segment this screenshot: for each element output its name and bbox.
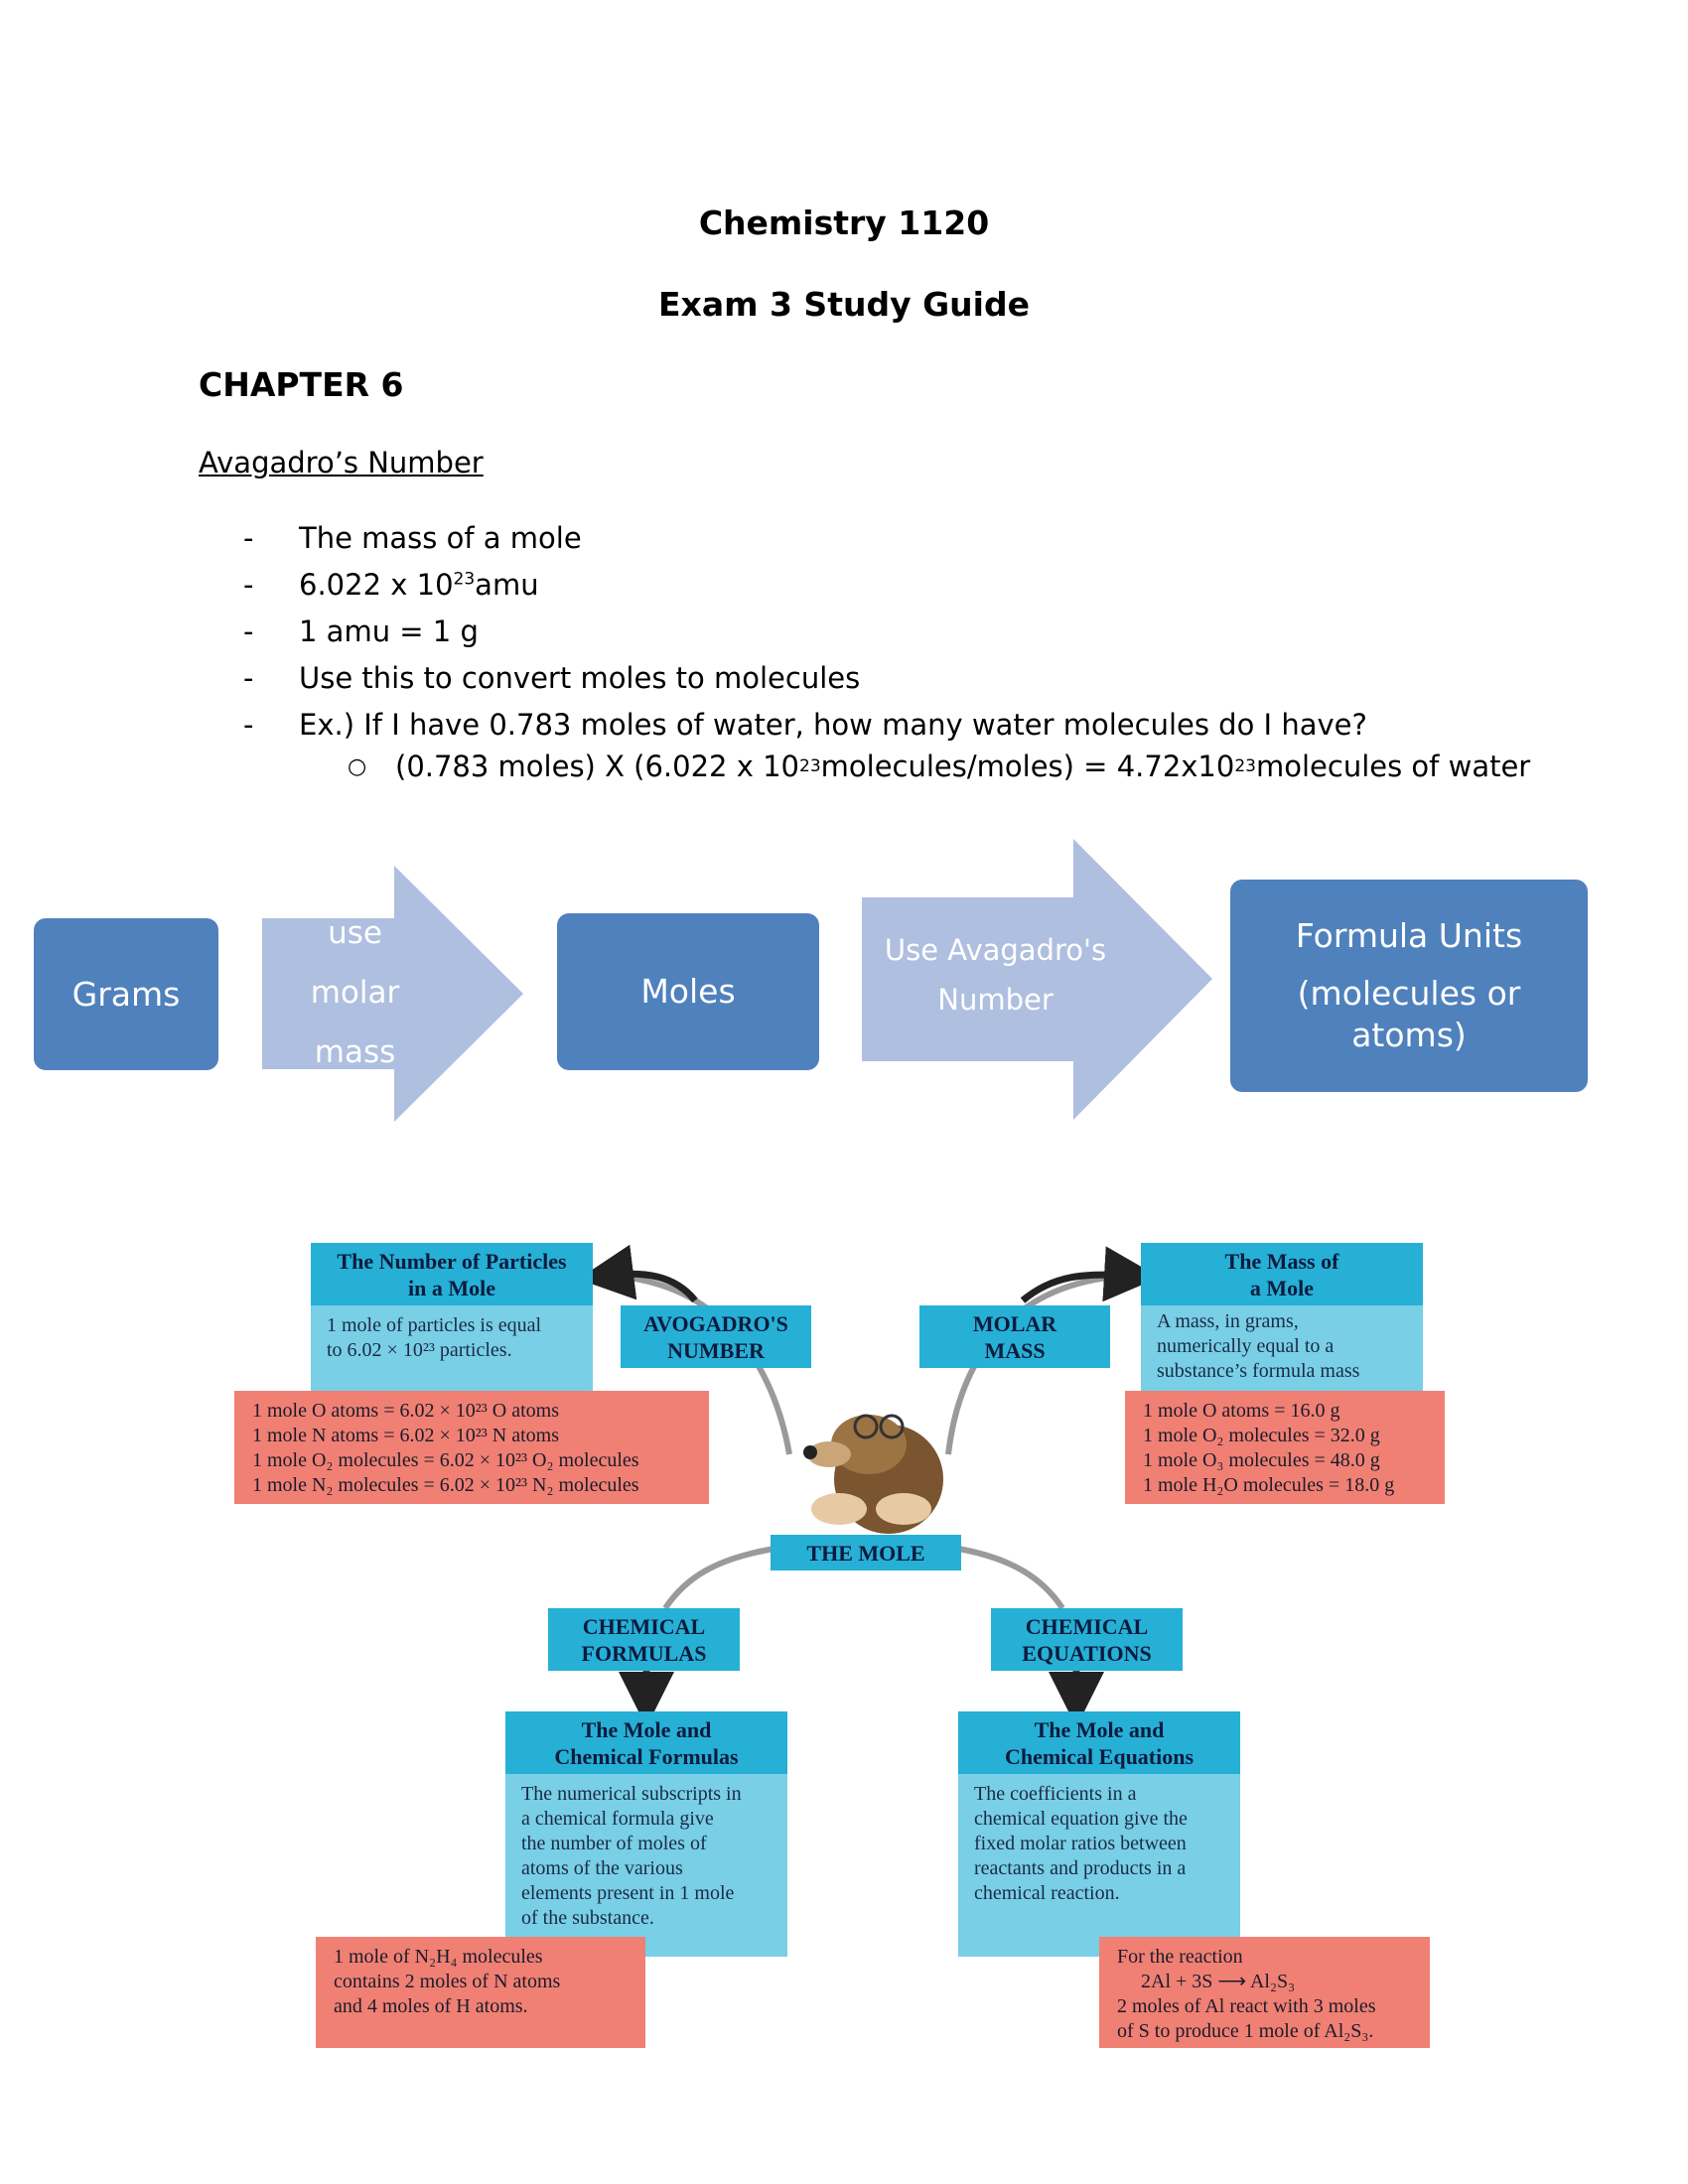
molar-mass-label: MOLAR MASS bbox=[919, 1305, 1110, 1368]
mass-title: The Mass of a Mole bbox=[1141, 1243, 1423, 1305]
particles-examples: 1 mole O atoms = 6.02 × 10²³ O atoms 1 m… bbox=[234, 1391, 709, 1504]
arrow-molar-mass-icon bbox=[262, 866, 523, 1122]
chemical-equations-label: CHEMICAL EQUATIONS bbox=[991, 1608, 1183, 1671]
formulas-title: The Mole and Chemical Formulas bbox=[505, 1711, 787, 1774]
avogadro-number-label: AVOGADRO'S NUMBER bbox=[621, 1305, 811, 1368]
equations-description: The coefficients in a chemical equation … bbox=[958, 1774, 1240, 1957]
bullet-list: -The mass of a mole -6.022 x 1023amu -1 … bbox=[243, 514, 1530, 784]
mole-mascot-icon bbox=[803, 1414, 943, 1534]
chemical-formulas-label: CHEMICAL FORMULAS bbox=[548, 1608, 740, 1671]
particles-title: The Number of Particles in a Mole bbox=[311, 1243, 593, 1305]
equations-example: For the reaction 2Al + 3S ⟶ Al₂S₃ 2 mole… bbox=[1099, 1937, 1430, 2048]
list-item: -1 amu = 1 g bbox=[243, 614, 479, 648]
list-item: -Use this to convert moles to molecules bbox=[243, 660, 861, 695]
document-title: Chemistry 1120 bbox=[698, 204, 990, 242]
formula-units-box: Formula Units (molecules or atoms) bbox=[1230, 880, 1588, 1092]
mass-examples: 1 mole O atoms = 16.0 g 1 mole O₂ molecu… bbox=[1125, 1391, 1445, 1504]
arrow-avogadro-label: Use Avagadro's Number bbox=[884, 933, 1107, 1017]
arrow-molar-mass-label: use molar mass bbox=[310, 915, 400, 1070]
chapter-heading: CHAPTER 6 bbox=[199, 365, 404, 404]
section-heading: Avagadro’s Number bbox=[199, 446, 484, 479]
mass-description: A mass, in grams, numerically equal to a… bbox=[1141, 1305, 1423, 1391]
particles-description: 1 mole of particles is equal to 6.02 × 1… bbox=[311, 1305, 593, 1391]
document-subtitle: Exam 3 Study Guide bbox=[658, 285, 1030, 324]
list-item: -6.022 x 1023amu bbox=[243, 567, 539, 602]
grams-box: Grams bbox=[34, 918, 218, 1070]
list-item: -Ex.) If I have 0.783 moles of water, ho… bbox=[243, 707, 1367, 742]
formulas-example: 1 mole of N₂H₄ molecules contains 2 mole… bbox=[316, 1937, 645, 2048]
moles-box: Moles bbox=[557, 913, 819, 1070]
circle-bullet-icon: ○ bbox=[348, 753, 367, 779]
arrow-avogadro-icon bbox=[862, 839, 1212, 1120]
equations-title: The Mole and Chemical Equations bbox=[958, 1711, 1240, 1774]
list-item: -The mass of a mole bbox=[243, 520, 582, 555]
the-mole-label: THE MOLE bbox=[771, 1535, 961, 1570]
formulas-description: The numerical subscripts in a chemical f… bbox=[505, 1774, 787, 1957]
